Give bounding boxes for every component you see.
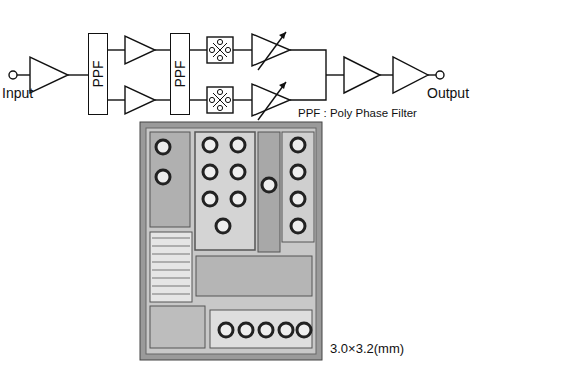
wire — [428, 74, 436, 75]
filter-box: PPF — [170, 33, 190, 115]
inductor — [239, 323, 253, 337]
chip-stripe — [152, 237, 190, 238]
inductor — [297, 323, 311, 337]
chip-core — [146, 128, 316, 354]
output-terminal — [436, 71, 444, 79]
wire — [233, 99, 252, 100]
note-label: PPF : Poly Phase Filter — [298, 107, 417, 120]
chip-stripe — [152, 277, 190, 278]
inductor — [231, 192, 245, 206]
mixer-node — [217, 39, 222, 44]
chip-stripe — [152, 261, 190, 262]
inductor — [262, 178, 276, 192]
chip-block — [195, 132, 255, 250]
mixer-node — [217, 105, 222, 110]
wire — [68, 74, 88, 75]
inductor — [291, 165, 305, 179]
amplifier-symbol — [30, 57, 68, 93]
inductor — [156, 140, 170, 154]
inductor — [203, 138, 217, 152]
chip-stripe — [152, 285, 190, 286]
variable-arrowhead — [279, 32, 286, 39]
inductor — [219, 323, 233, 337]
variable-amplifier-symbol — [252, 84, 290, 116]
inductor — [259, 323, 273, 337]
variable-amplifier-symbol — [252, 34, 290, 66]
chip-stripe — [152, 245, 190, 246]
wire — [108, 99, 125, 100]
chip-block — [150, 132, 190, 227]
inductor — [216, 219, 230, 233]
chip-stripe — [152, 253, 190, 254]
filter-box: PPF — [88, 33, 108, 115]
variable-arrow — [258, 82, 286, 120]
variable-arrow — [258, 32, 286, 70]
mixer-symbol — [207, 37, 233, 63]
mixer-node — [225, 47, 230, 52]
chip-capacitor-array — [150, 232, 192, 302]
inductor — [203, 165, 217, 179]
dimension-label: 3.0×3.2(mm) — [330, 342, 404, 356]
inductor — [279, 323, 293, 337]
inductor — [231, 138, 245, 152]
mixer-node — [225, 97, 230, 102]
chip-die — [140, 122, 322, 360]
wire — [108, 49, 125, 50]
mixer-node — [217, 55, 222, 60]
wire — [326, 74, 344, 75]
port-label: Output — [427, 86, 469, 101]
chip-photo — [140, 122, 322, 360]
amplifier-symbol — [344, 57, 380, 93]
variable-arrowhead — [279, 82, 286, 89]
chip-block — [282, 132, 314, 242]
mixer-symbol — [207, 87, 233, 113]
inductor — [291, 192, 305, 206]
chip-block — [258, 132, 280, 252]
inductor — [291, 219, 305, 233]
mixer-node — [217, 89, 222, 94]
chip-block — [210, 310, 312, 348]
filter-label: PPF — [91, 60, 105, 87]
chip-stripe — [152, 269, 190, 270]
amplifier-symbol — [393, 57, 428, 93]
chip-stripe — [152, 293, 190, 294]
wire — [233, 49, 252, 50]
amplifier-symbol — [125, 86, 155, 114]
wire — [155, 49, 170, 50]
inductor — [203, 192, 217, 206]
wire — [190, 49, 207, 50]
inductor — [231, 165, 245, 179]
input-terminal — [9, 71, 17, 79]
wire — [155, 99, 170, 100]
mixer-node — [209, 47, 214, 52]
wire — [190, 99, 207, 100]
wire — [17, 74, 30, 75]
filter-label: PPF — [173, 60, 187, 87]
inductor — [156, 170, 170, 184]
port-label: Input — [2, 86, 33, 101]
inductor — [291, 138, 305, 152]
amplifier-symbol — [125, 36, 155, 64]
wire — [290, 50, 326, 100]
chip-block — [196, 256, 312, 296]
chip-block — [150, 306, 205, 348]
wire — [380, 74, 393, 75]
mixer-node — [209, 97, 214, 102]
